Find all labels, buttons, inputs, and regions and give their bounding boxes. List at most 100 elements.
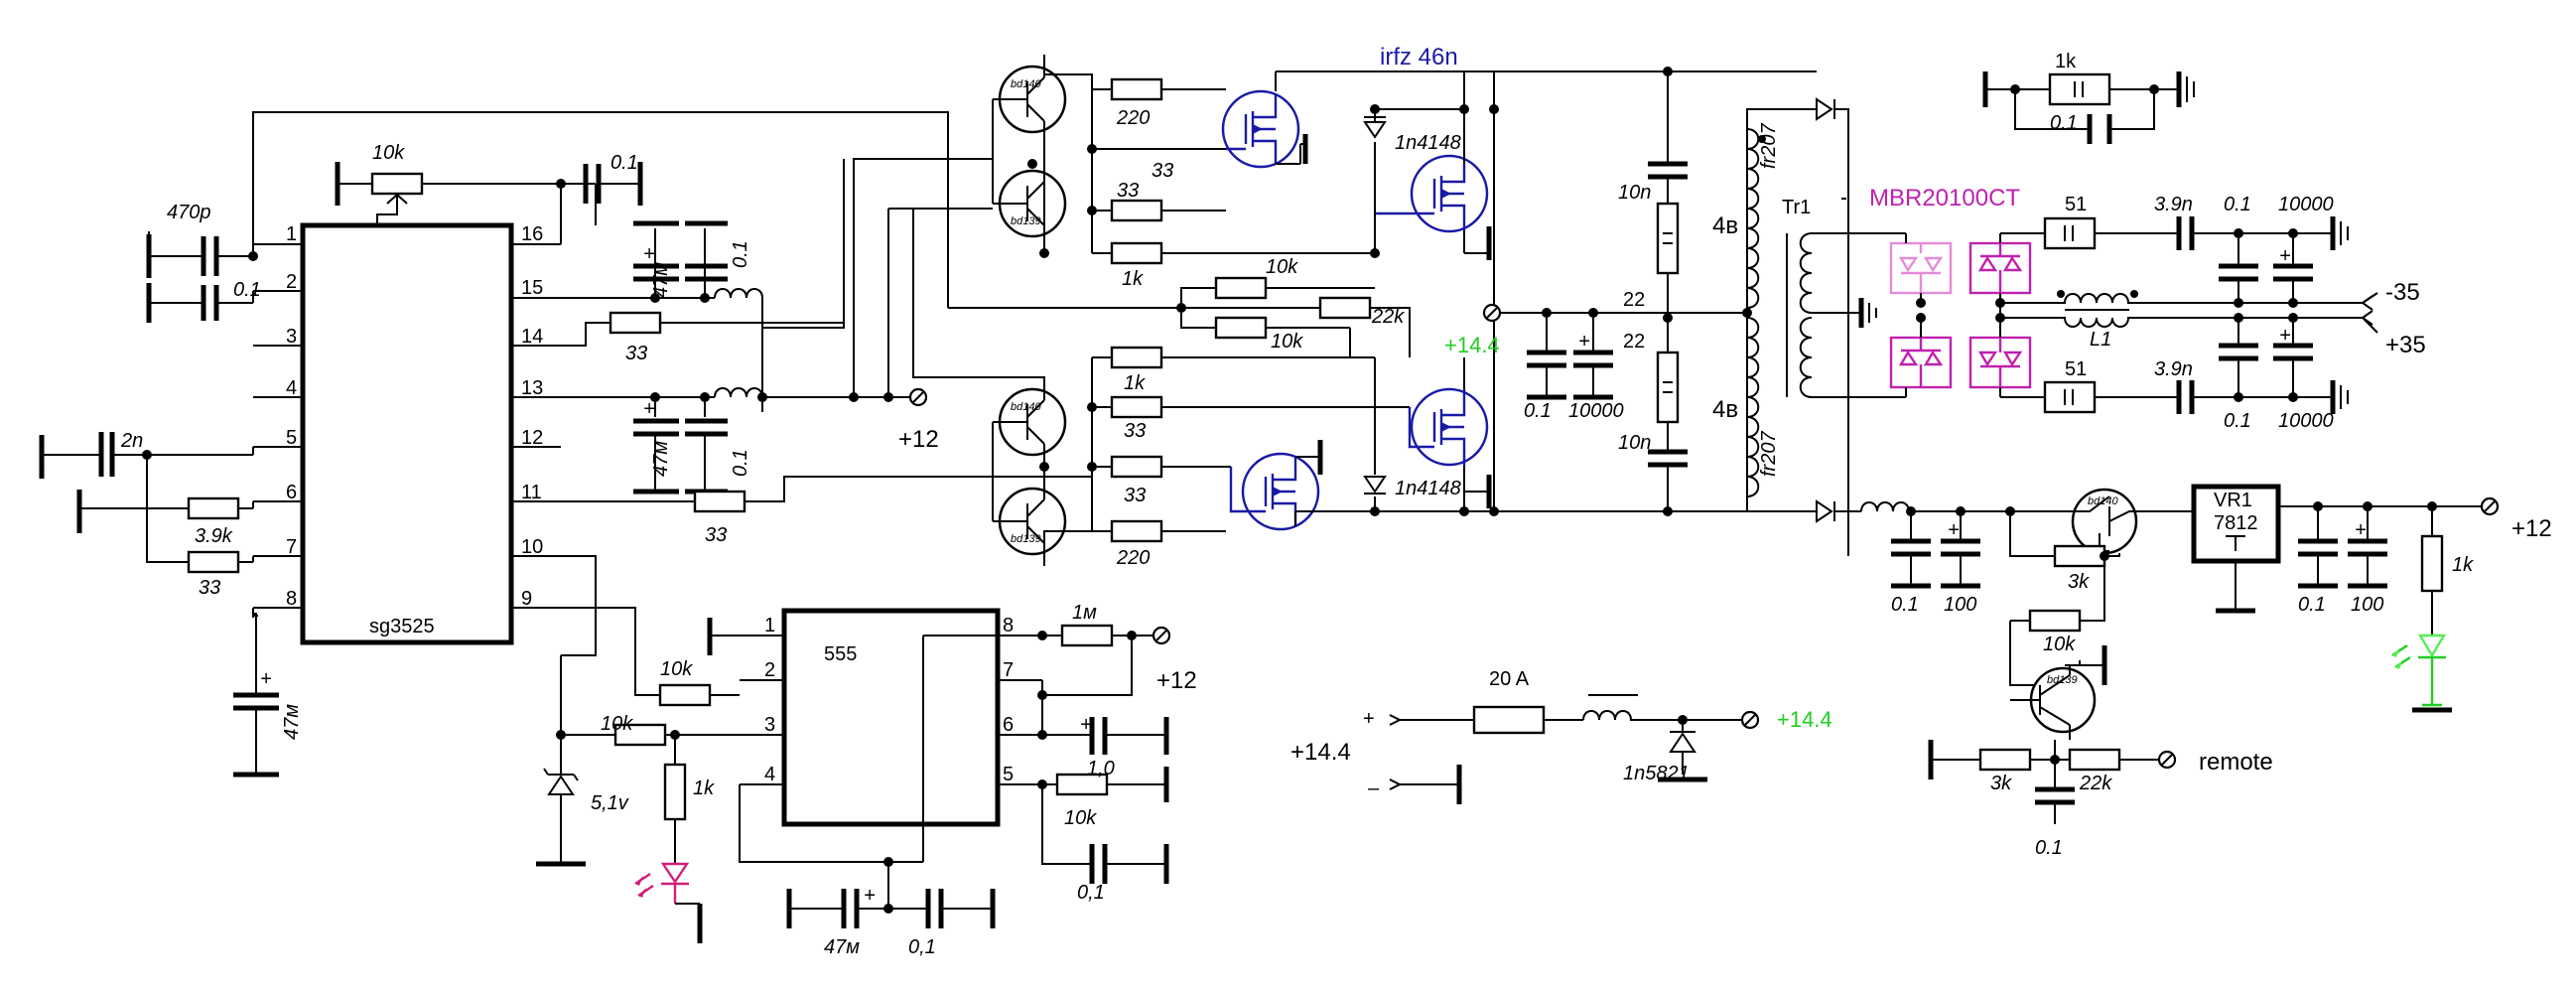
svg-text:L1: L1	[2090, 329, 2111, 351]
svg-text:1: 1	[764, 615, 775, 636]
svg-text:1n5821: 1n5821	[1623, 763, 1690, 784]
svg-text:1k: 1k	[2452, 554, 2474, 576]
svg-text:–: –	[1368, 778, 1380, 799]
svg-text:0.1: 0.1	[730, 449, 751, 477]
svg-text:bd139: bd139	[1011, 215, 1041, 227]
svg-text:4в: 4в	[1712, 212, 1738, 239]
svg-text:10k: 10k	[1271, 331, 1303, 353]
svg-text:33: 33	[1124, 485, 1146, 506]
svg-text:3: 3	[286, 326, 297, 348]
svg-text:+: +	[864, 885, 876, 907]
pot-10k: 10k 0.1	[335, 142, 643, 245]
svg-text:+14.4: +14.4	[1290, 739, 1351, 766]
svg-text:15: 15	[521, 277, 543, 299]
svg-text:0.1: 0.1	[2298, 594, 2326, 616]
svg-text:+: +	[2279, 245, 2291, 267]
svg-text:1: 1	[286, 223, 297, 245]
svg-text:555: 555	[824, 643, 857, 665]
svg-text:10: 10	[521, 536, 543, 558]
svg-text:+: +	[1948, 519, 1960, 541]
mosfet-bottom-left	[1229, 440, 1323, 531]
svg-text:33: 33	[625, 343, 647, 364]
svg-text:3k: 3k	[1990, 773, 2012, 794]
svg-text:Tr1: Tr1	[1782, 197, 1811, 218]
mosfet-top-left	[1221, 71, 1308, 169]
svg-text:10k: 10k	[601, 713, 633, 735]
svg-text:+12: +12	[1156, 667, 1197, 694]
mbr-title: MBR20100CT	[1869, 185, 2020, 212]
svg-text:10k: 10k	[660, 658, 693, 680]
pin10-pin9-wiring: 10k 10k 5,1v 1k	[536, 555, 740, 943]
svg-text:22k: 22k	[1371, 306, 1405, 328]
v144-center-label: +14.4	[1444, 333, 1500, 357]
svg-text:1n4148: 1n4148	[1395, 132, 1461, 154]
svg-text:6: 6	[286, 482, 297, 503]
sg3525-left-components: 470p 0.1 2n 3.9k 33	[39, 111, 949, 685]
svg-text:220: 220	[1116, 547, 1150, 569]
svg-text:51: 51	[2065, 194, 2087, 215]
svg-text:8: 8	[1003, 615, 1014, 636]
svg-text:4в: 4в	[1712, 396, 1738, 423]
svg-text:3: 3	[764, 714, 775, 736]
svg-text:10k: 10k	[1266, 256, 1298, 278]
svg-text:16: 16	[521, 223, 543, 245]
svg-text:22: 22	[1623, 331, 1645, 353]
svg-text:0.1: 0.1	[1891, 594, 1919, 616]
bottom-driver-transistors: bd140 bd139 1k 33 33 220	[992, 346, 1410, 569]
svg-text:12: 12	[521, 427, 543, 449]
svg-text:1м: 1м	[1072, 602, 1097, 624]
mosfet-top-right	[1375, 109, 1492, 260]
top-right-1k-network: 1k 0.1	[1982, 51, 2195, 144]
svg-text:+: +	[1363, 708, 1375, 730]
svg-text:10k: 10k	[372, 142, 405, 164]
inductor-l1: L1	[2000, 290, 2174, 351]
aux-12v-regulator: + 0.1 100 bd140 3k 10k VR1 7812 + 0.1 10…	[1860, 484, 2552, 859]
svg-text:47м: 47м	[824, 936, 860, 958]
svg-text:10n: 10n	[1618, 432, 1651, 454]
svg-text:3.9n: 3.9n	[2154, 358, 2193, 380]
sg3525-label: sg3525	[369, 616, 435, 637]
svg-text:+35: +35	[2385, 332, 2426, 358]
svg-text:1k: 1k	[693, 778, 715, 799]
svg-text:1k: 1k	[1122, 268, 1144, 290]
svg-text:5: 5	[286, 427, 297, 449]
svg-text:220: 220	[1116, 107, 1150, 129]
svg-text:10k: 10k	[2043, 634, 2076, 655]
svg-text:fr207: fr207	[1758, 123, 1780, 169]
svg-text:47м: 47м	[650, 441, 672, 477]
svg-text:2: 2	[286, 271, 297, 293]
svg-text:5,1v: 5,1v	[591, 792, 629, 814]
svg-text:10k: 10k	[1064, 807, 1097, 829]
svg-text:0.1: 0.1	[610, 152, 638, 174]
svg-text:13: 13	[521, 377, 543, 399]
svg-text:10n: 10n	[1618, 182, 1651, 204]
svg-text:+12: +12	[898, 426, 939, 453]
svg-text:+: +	[2279, 325, 2291, 347]
svg-text:0.1: 0.1	[233, 279, 261, 301]
svg-text:bd139: bd139	[1011, 533, 1041, 545]
diode-fr207-top	[1816, 97, 1849, 556]
svg-text:VR1: VR1	[2214, 490, 2252, 511]
main-input-144: +14.4 + – 20 A 1n5821 +14.4	[1290, 668, 1832, 804]
svg-text:0.1: 0.1	[1524, 400, 1552, 422]
svg-text:-35: -35	[2385, 279, 2420, 306]
output-rails-35v: 51 51 3.9n 3.9n 0.1 10000 0.1 10000 + + …	[2000, 194, 2426, 432]
top-driver-transistors: bd140 bd139 220 33 1k 33	[992, 55, 1370, 290]
svg-text:33: 33	[705, 524, 727, 546]
svg-text:0.1: 0.1	[2035, 837, 2063, 859]
svg-text:1,0: 1,0	[1087, 758, 1115, 779]
svg-text:51: 51	[2065, 358, 2087, 380]
sg3525-chip: sg3525 1 2 3 4 5 6 7 8 16 15 14 13 12 11…	[253, 222, 561, 645]
svg-text:4: 4	[764, 764, 775, 785]
svg-text:33: 33	[1117, 180, 1139, 202]
svg-text:+: +	[260, 668, 272, 690]
svg-text:4: 4	[286, 377, 297, 399]
ic-555: 555 1 2 3 4 8 7 6 5 1м +12 1,0 10k + 0,1…	[707, 602, 1197, 958]
svg-text:+: +	[643, 243, 655, 265]
svg-text:7: 7	[286, 536, 297, 558]
svg-text:7: 7	[1003, 659, 1014, 681]
svg-text:10000: 10000	[1568, 400, 1624, 422]
svg-text:+: +	[1080, 714, 1092, 736]
svg-text:14: 14	[521, 326, 543, 348]
svg-text:22k: 22k	[2079, 773, 2112, 794]
